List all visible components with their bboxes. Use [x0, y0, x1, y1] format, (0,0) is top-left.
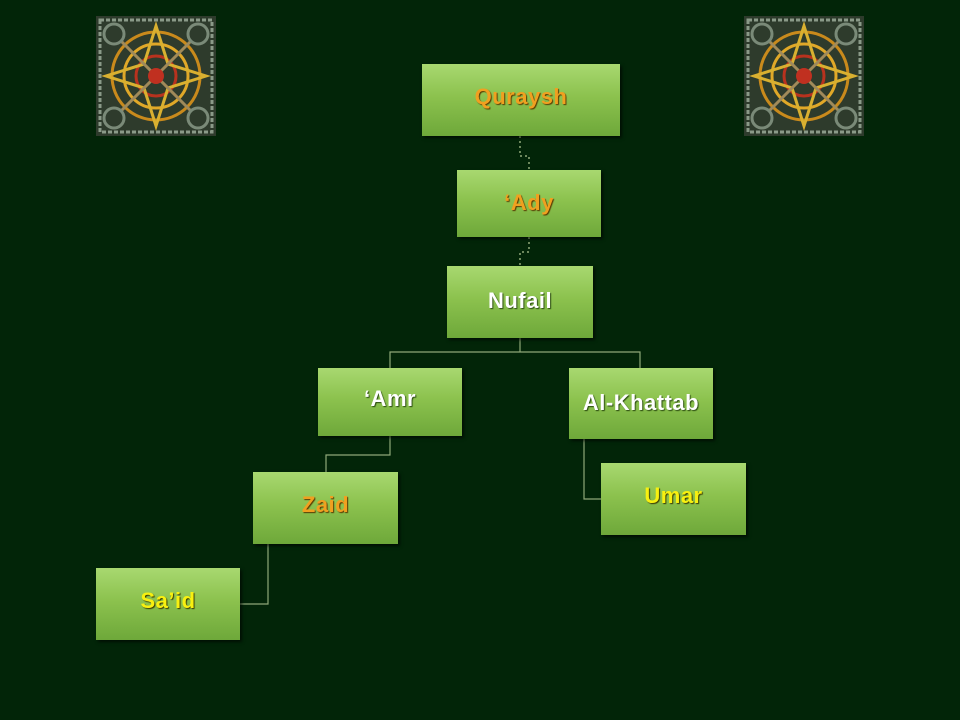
node-al-khattab: Al-Khattab: [569, 368, 713, 439]
node-nufail: Nufail: [447, 266, 593, 338]
connector-zaid-said: [240, 544, 269, 605]
node-said: Sa’id: [96, 568, 240, 640]
node-umar: Umar: [601, 463, 746, 535]
node-quraysh: Quraysh: [422, 64, 620, 136]
node-ady: ‘Ady: [457, 170, 601, 237]
connector-quraysh-ady: [519, 136, 530, 170]
node-label: Nufail: [487, 288, 553, 313]
connector-ady-nufail: [519, 237, 530, 266]
connector-amr-zaid: [325, 436, 391, 472]
node-label: ‘Amr: [363, 386, 417, 411]
connector-nufail-bar: [389, 351, 641, 368]
node-amr: ‘Amr: [318, 368, 462, 436]
connector-khattab-umar: [583, 439, 601, 500]
arabesque-ornament-icon: [744, 16, 864, 136]
node-label: Quraysh: [474, 84, 568, 109]
arabesque-ornament-icon: [96, 16, 216, 136]
node-label: Sa’id: [140, 588, 196, 613]
node-label: Umar: [644, 483, 703, 508]
node-label: ‘Ady: [504, 190, 554, 215]
node-label: Al-Khattab: [582, 390, 700, 415]
node-label: Zaid: [301, 492, 350, 517]
node-zaid: Zaid: [253, 472, 398, 544]
